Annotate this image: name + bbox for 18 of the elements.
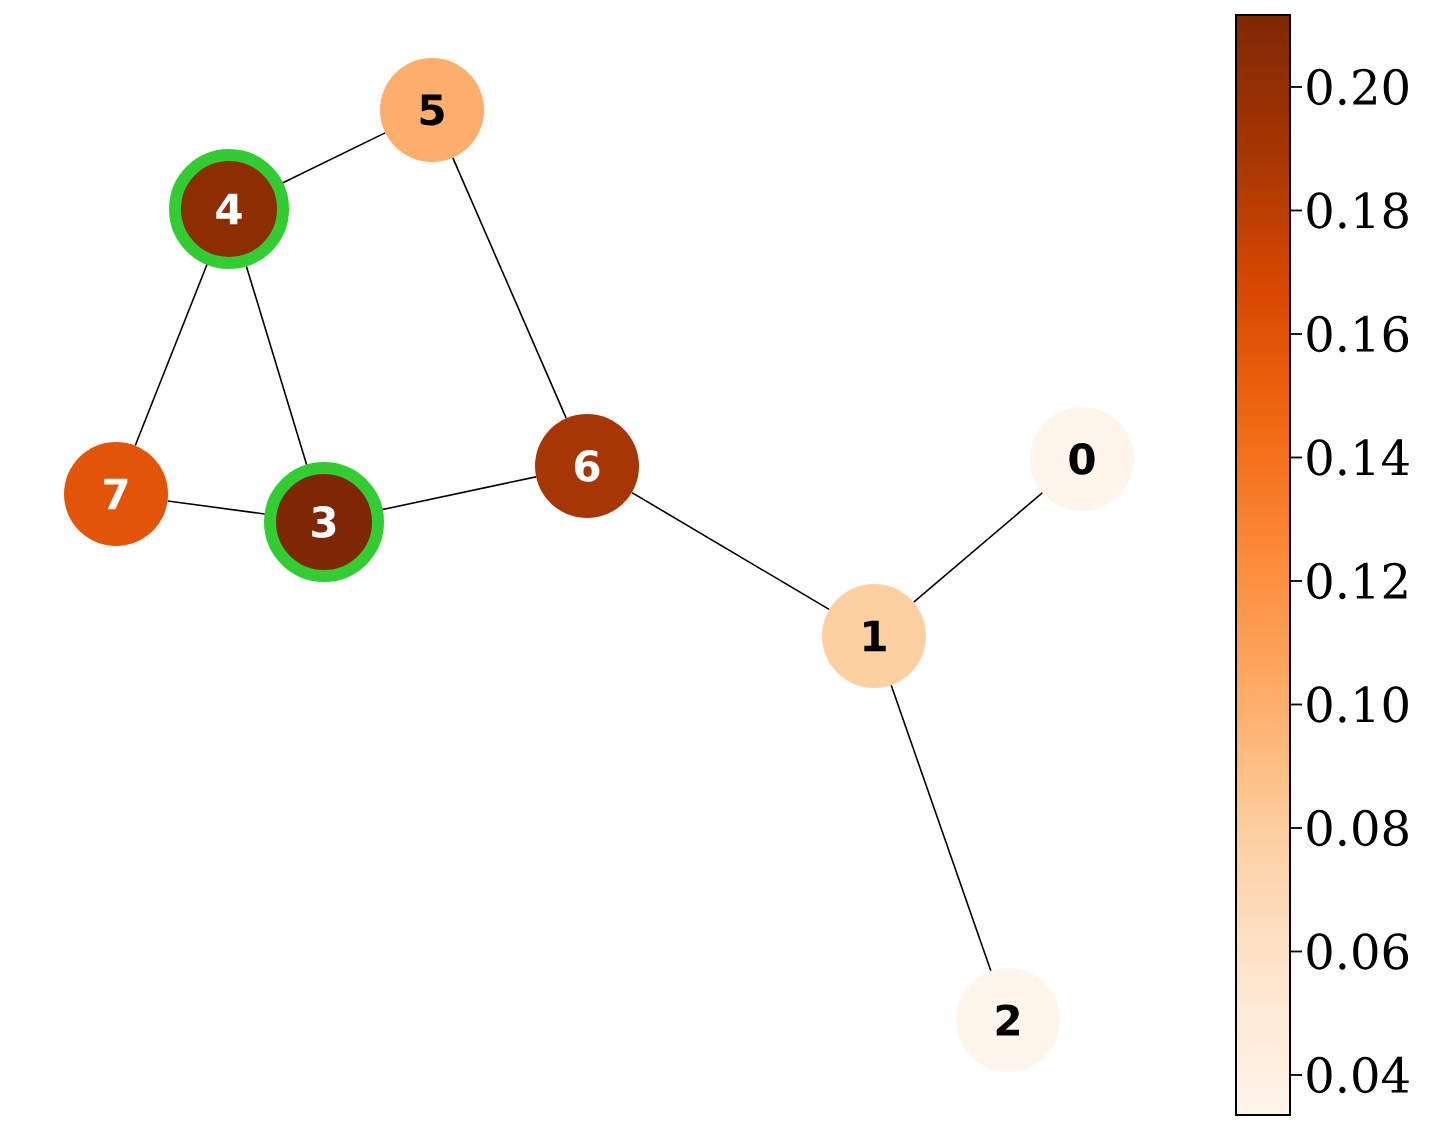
- tick-label: 0.18: [1307, 192, 1408, 229]
- edge-line: [381, 476, 537, 511]
- edge-line: [452, 157, 567, 419]
- edge-line: [282, 132, 386, 184]
- edge-line: [890, 684, 992, 972]
- tick-label: 0.20: [1307, 68, 1408, 106]
- tick-label: 0.06: [1307, 933, 1409, 970]
- tick-label: 0.04: [1307, 1056, 1409, 1094]
- tick-label: 0.10: [1307, 686, 1408, 723]
- tick-label: 0.14: [1307, 439, 1409, 476]
- edge-line: [912, 492, 1044, 603]
- edge-line: [631, 491, 830, 611]
- edge-line: [134, 263, 208, 447]
- tick-label: 0.16: [1307, 315, 1409, 353]
- edge-line: [166, 500, 266, 515]
- tick-label: 0.08: [1307, 809, 1408, 847]
- edge-line: [245, 265, 308, 466]
- tick-label: 0.12: [1307, 562, 1407, 600]
